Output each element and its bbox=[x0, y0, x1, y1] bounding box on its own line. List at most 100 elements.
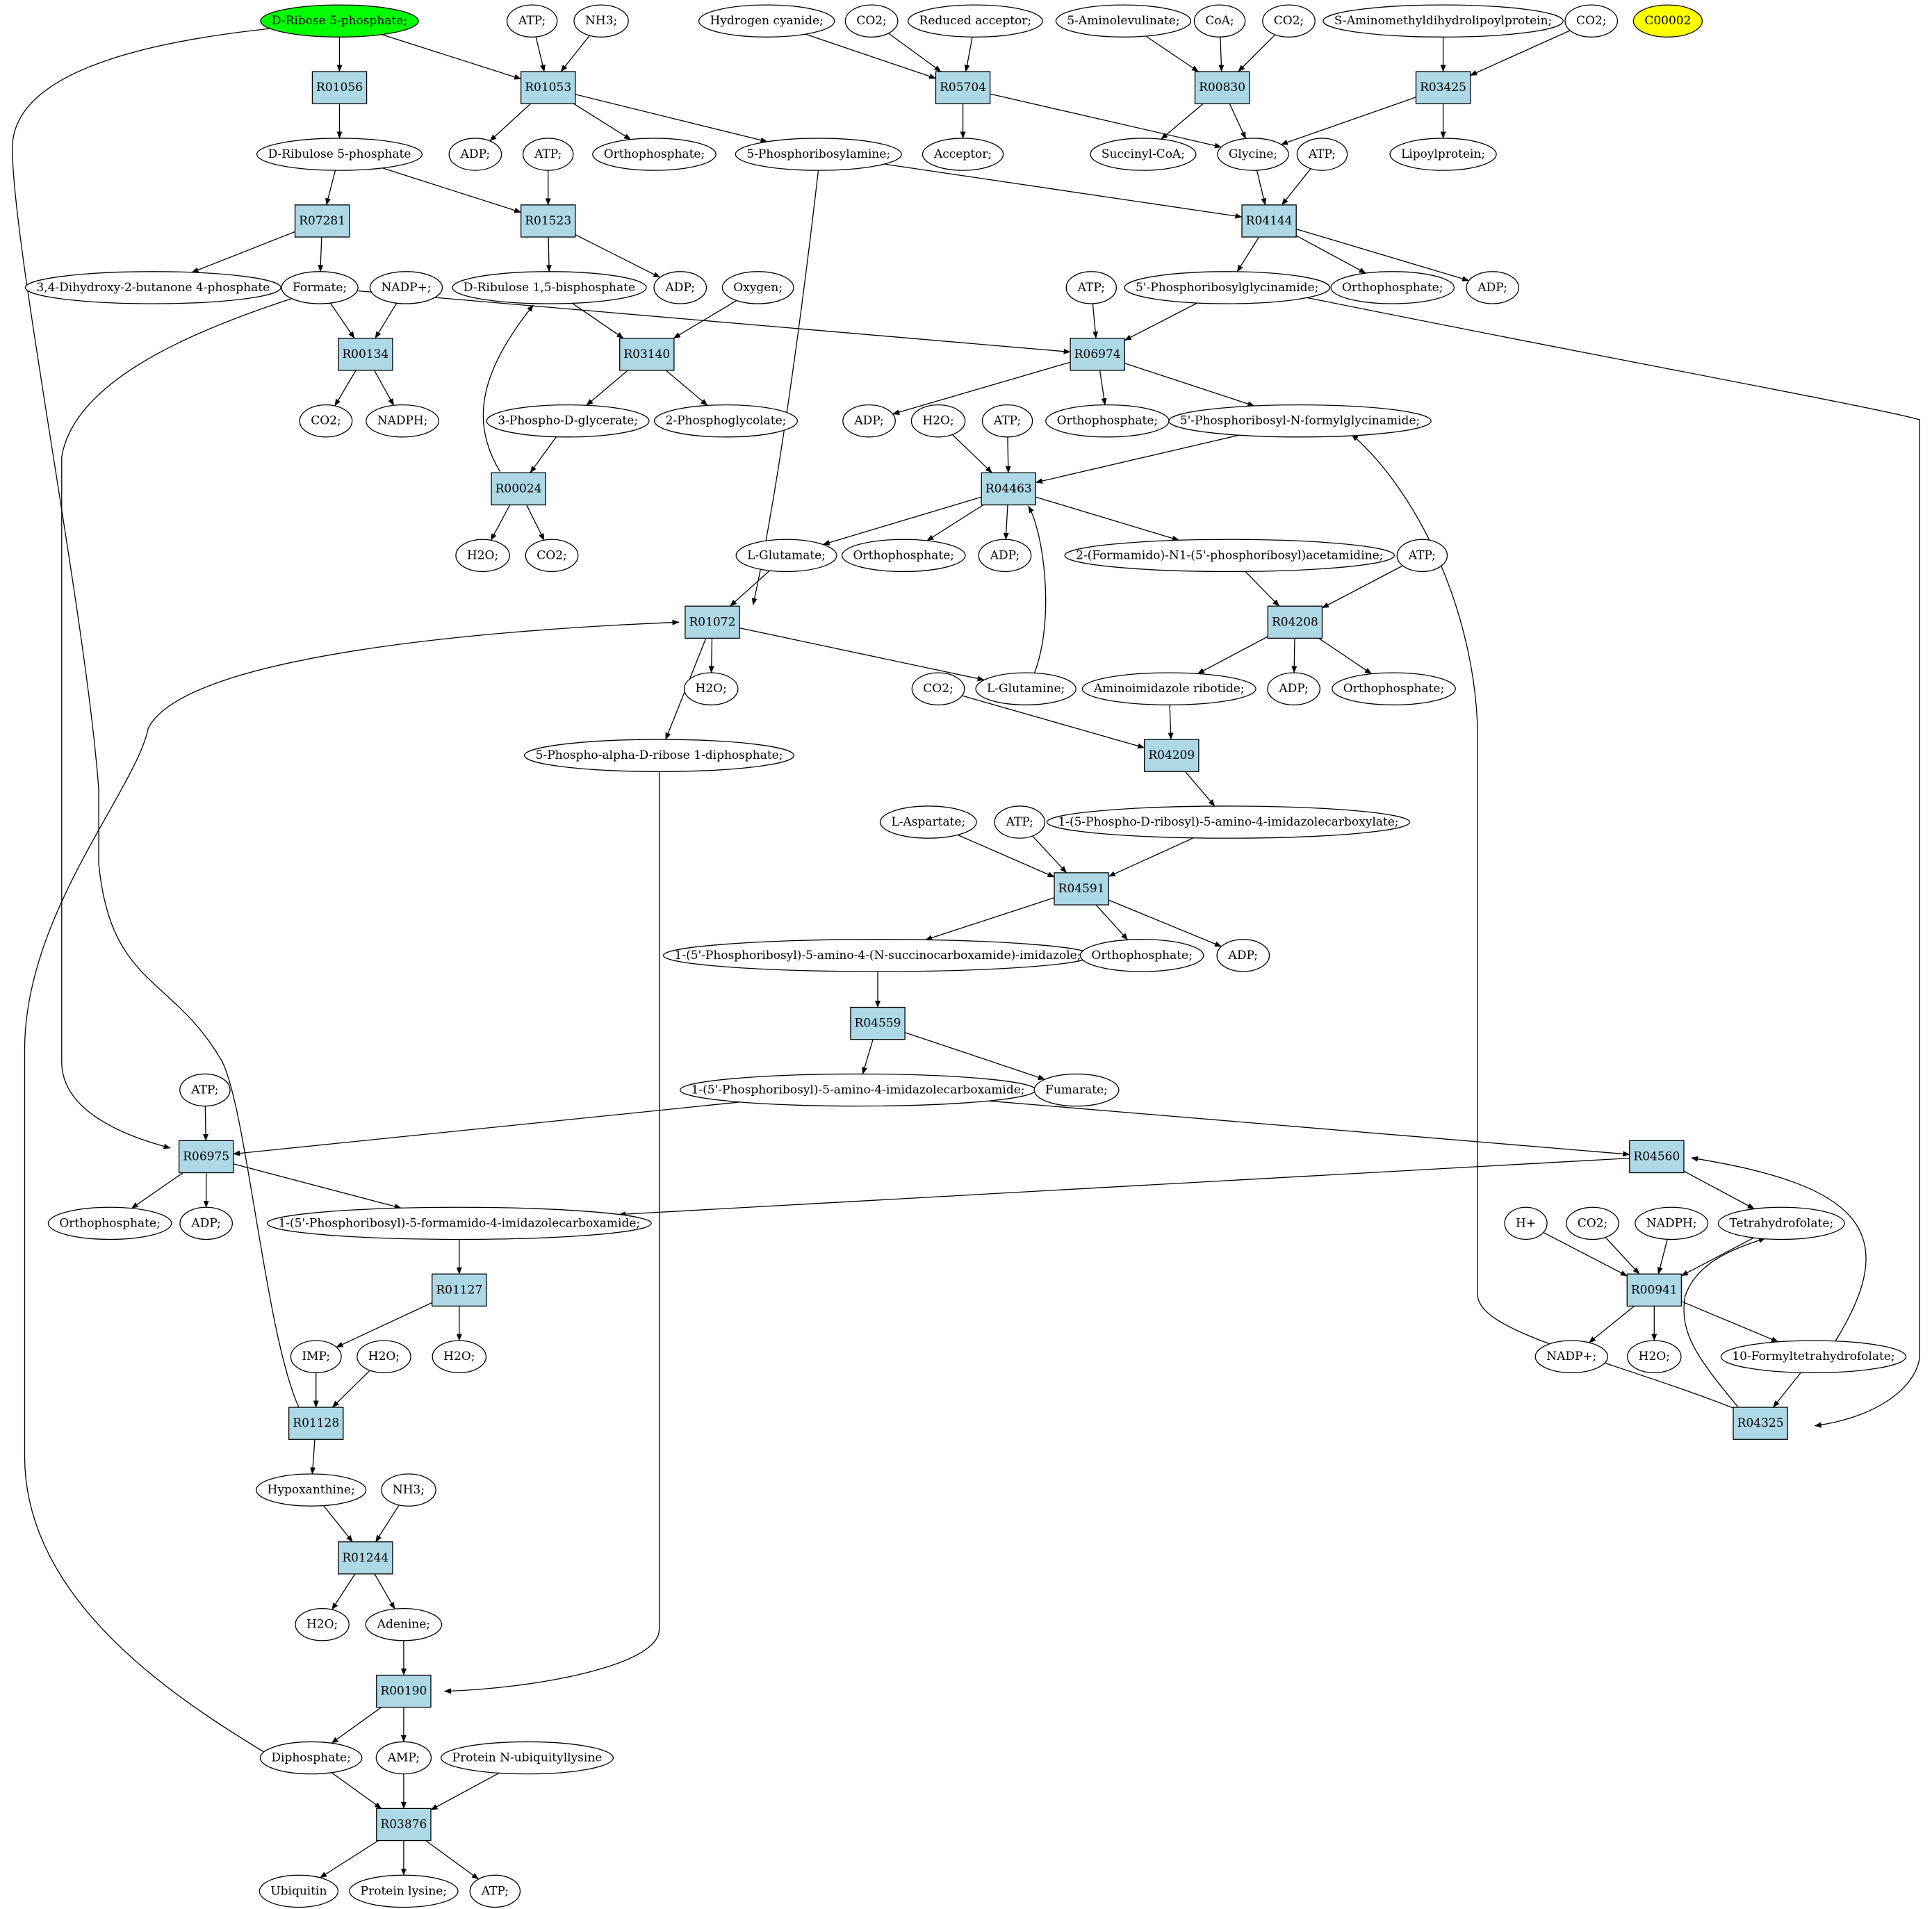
compound-node[interactable]: 3,4-Dihydroxy-2-butanone 4-phosphate bbox=[24, 271, 281, 304]
compound-node[interactable]: 1-(5'-Phosphoribosyl)-5-formamido-4-imid… bbox=[266, 1206, 652, 1240]
compound-node[interactable]: Orthophosphate; bbox=[1332, 672, 1456, 705]
compound-node[interactable]: 5-Aminolevulinate; bbox=[1055, 4, 1192, 38]
compound-node[interactable]: NADP+; bbox=[1534, 1340, 1609, 1373]
reaction-node[interactable]: R04559 bbox=[850, 1006, 906, 1040]
compound-node[interactable]: D-Ribulose 1,5-bisphosphate bbox=[452, 271, 647, 304]
compound-node[interactable]: CO2; bbox=[1566, 1206, 1619, 1240]
compound-node[interactable]: Hypoxanthine; bbox=[255, 1473, 367, 1507]
reaction-node[interactable]: R04144 bbox=[1241, 204, 1297, 238]
reaction-node[interactable]: R03876 bbox=[376, 1808, 432, 1842]
compound-node[interactable]: ADP; bbox=[1216, 939, 1270, 972]
reaction-node[interactable]: R00134 bbox=[338, 338, 393, 371]
compound-node[interactable]: Orthophosphate; bbox=[841, 539, 966, 573]
compound-node[interactable]: 5'-Phosphoribosyl-N-formylglycinamide; bbox=[1168, 404, 1432, 438]
compound-node[interactable]: ATP; bbox=[522, 138, 574, 171]
compound-node[interactable]: C00002 bbox=[1632, 4, 1703, 38]
reaction-node[interactable]: R01523 bbox=[520, 204, 576, 238]
compound-node[interactable]: 1-(5'-Phosphoribosyl)-5-amino-4-(N-succi… bbox=[662, 939, 1093, 972]
reaction-node[interactable]: R04560 bbox=[1629, 1140, 1685, 1174]
compound-node[interactable]: Succinyl-CoA; bbox=[1090, 138, 1197, 171]
compound-node[interactable]: L-Aspartate; bbox=[879, 805, 977, 839]
reaction-node[interactable]: R01053 bbox=[520, 71, 576, 104]
reaction-node[interactable]: R00190 bbox=[376, 1674, 432, 1708]
compound-node[interactable]: Fumarate; bbox=[1033, 1073, 1120, 1107]
reaction-node[interactable]: R00830 bbox=[1194, 71, 1250, 104]
compound-node[interactable]: NH3; bbox=[573, 4, 629, 38]
compound-node[interactable]: 1-(5'-Phosphoribosyl)-5-amino-4-imidazol… bbox=[679, 1073, 1037, 1107]
compound-node[interactable]: Adenine; bbox=[365, 1607, 443, 1641]
compound-node[interactable]: ATP; bbox=[1396, 539, 1448, 573]
reaction-node[interactable]: R01128 bbox=[288, 1407, 344, 1440]
compound-node[interactable]: NADPH; bbox=[1635, 1206, 1709, 1240]
compound-node[interactable]: ATP; bbox=[179, 1073, 231, 1107]
compound-node[interactable]: D-Ribulose 5-phosphate bbox=[256, 138, 423, 171]
reaction-node[interactable]: R03425 bbox=[1415, 71, 1471, 104]
reaction-node[interactable]: R01244 bbox=[338, 1541, 393, 1575]
compound-node[interactable]: Hydrogen cyanide; bbox=[698, 4, 835, 38]
compound-node[interactable]: H2O; bbox=[683, 672, 739, 705]
reaction-node[interactable]: R06975 bbox=[178, 1140, 234, 1174]
reaction-node[interactable]: R06974 bbox=[1070, 338, 1125, 371]
compound-node[interactable]: Tetrahydrofolate; bbox=[1717, 1206, 1845, 1240]
reaction-node[interactable]: R04463 bbox=[981, 472, 1037, 506]
compound-node[interactable]: ATP; bbox=[1065, 271, 1118, 304]
reaction-node[interactable]: R01127 bbox=[432, 1273, 487, 1307]
compound-node[interactable]: Lipoylprotein; bbox=[1389, 138, 1497, 171]
compound-node[interactable]: D-Ribose 5-phosphate; bbox=[260, 4, 419, 38]
compound-node[interactable]: CO2; bbox=[844, 4, 899, 38]
compound-node[interactable]: NH3; bbox=[381, 1473, 436, 1507]
compound-node[interactable]: Acceptor; bbox=[922, 138, 1004, 171]
compound-node[interactable]: Protein lysine; bbox=[349, 1874, 459, 1908]
reaction-node[interactable]: R00941 bbox=[1626, 1273, 1683, 1307]
reaction-node[interactable]: R04591 bbox=[1054, 872, 1109, 906]
compound-node[interactable]: Orthophosphate; bbox=[592, 138, 717, 171]
compound-node[interactable]: ADP; bbox=[1466, 271, 1519, 304]
reaction-node[interactable]: R04209 bbox=[1144, 739, 1200, 772]
compound-node[interactable]: ADP; bbox=[179, 1206, 234, 1240]
compound-node[interactable]: S-Aminomethyldihydrolipoylprotein; bbox=[1323, 4, 1564, 38]
compound-node[interactable]: Ubiquitin bbox=[259, 1874, 339, 1908]
compound-node[interactable]: ADP; bbox=[978, 539, 1032, 573]
compound-node[interactable]: H+ bbox=[1504, 1206, 1548, 1240]
compound-node[interactable]: CO2; bbox=[1262, 4, 1316, 38]
compound-node[interactable]: NADP+; bbox=[369, 271, 443, 304]
compound-node[interactable]: H2O; bbox=[1627, 1340, 1682, 1373]
reaction-node[interactable]: R05704 bbox=[935, 71, 991, 104]
compound-node[interactable]: ADP; bbox=[842, 404, 896, 438]
compound-node[interactable]: 5-Phospho-alpha-D-ribose 1-diphosphate; bbox=[524, 739, 795, 772]
reaction-node[interactable]: R07281 bbox=[294, 204, 350, 238]
reaction-node[interactable]: R00024 bbox=[491, 472, 546, 506]
compound-node[interactable]: H2O; bbox=[295, 1607, 350, 1641]
compound-node[interactable]: 2-Phosphoglycolate; bbox=[653, 404, 799, 438]
compound-node[interactable]: Protein N-ubiquityllysine bbox=[441, 1741, 614, 1775]
compound-node[interactable]: 3-Phospho-D-glycerate; bbox=[486, 404, 650, 438]
compound-node[interactable]: H2O; bbox=[910, 404, 966, 438]
compound-node[interactable]: ADP; bbox=[1267, 672, 1320, 705]
compound-node[interactable]: Orthophosphate; bbox=[47, 1206, 172, 1240]
compound-node[interactable]: NADPH; bbox=[366, 404, 440, 438]
compound-node[interactable]: H2O; bbox=[455, 539, 510, 573]
compound-node[interactable]: 5'-Phosphoribosylglycinamide; bbox=[1124, 271, 1330, 304]
reaction-node[interactable]: R01056 bbox=[311, 71, 368, 104]
compound-node[interactable]: CO2; bbox=[525, 539, 579, 573]
compound-node[interactable]: AMP; bbox=[375, 1741, 432, 1775]
compound-node[interactable]: 10-Formyltetrahydrofolate; bbox=[1720, 1340, 1907, 1373]
compound-node[interactable]: Glycine; bbox=[1217, 138, 1289, 171]
compound-node[interactable]: L-Glutamine; bbox=[975, 672, 1076, 705]
compound-node[interactable]: ADP; bbox=[448, 138, 502, 171]
compound-node[interactable]: ATP; bbox=[1296, 138, 1348, 171]
compound-node[interactable]: 5-Phosphoribosylamine; bbox=[735, 138, 902, 171]
reaction-node[interactable]: R04208 bbox=[1267, 605, 1323, 639]
compound-node[interactable]: CO2; bbox=[911, 672, 965, 705]
compound-node[interactable]: IMP; bbox=[290, 1340, 342, 1373]
compound-node[interactable]: Aminoimidazole ribotide; bbox=[1081, 672, 1256, 705]
compound-node[interactable]: CoA; bbox=[1193, 4, 1246, 38]
compound-node[interactable]: ATP; bbox=[994, 805, 1046, 839]
reaction-node[interactable]: R04325 bbox=[1733, 1407, 1788, 1440]
compound-node[interactable]: Oxygen; bbox=[721, 271, 794, 304]
compound-node[interactable]: Reduced acceptor; bbox=[907, 4, 1043, 38]
compound-node[interactable]: L-Glutamate; bbox=[735, 539, 837, 573]
compound-node[interactable]: Orthophosphate; bbox=[1330, 271, 1455, 304]
compound-node[interactable]: Diphosphate; bbox=[259, 1741, 363, 1775]
compound-node[interactable]: Formate; bbox=[281, 271, 359, 304]
